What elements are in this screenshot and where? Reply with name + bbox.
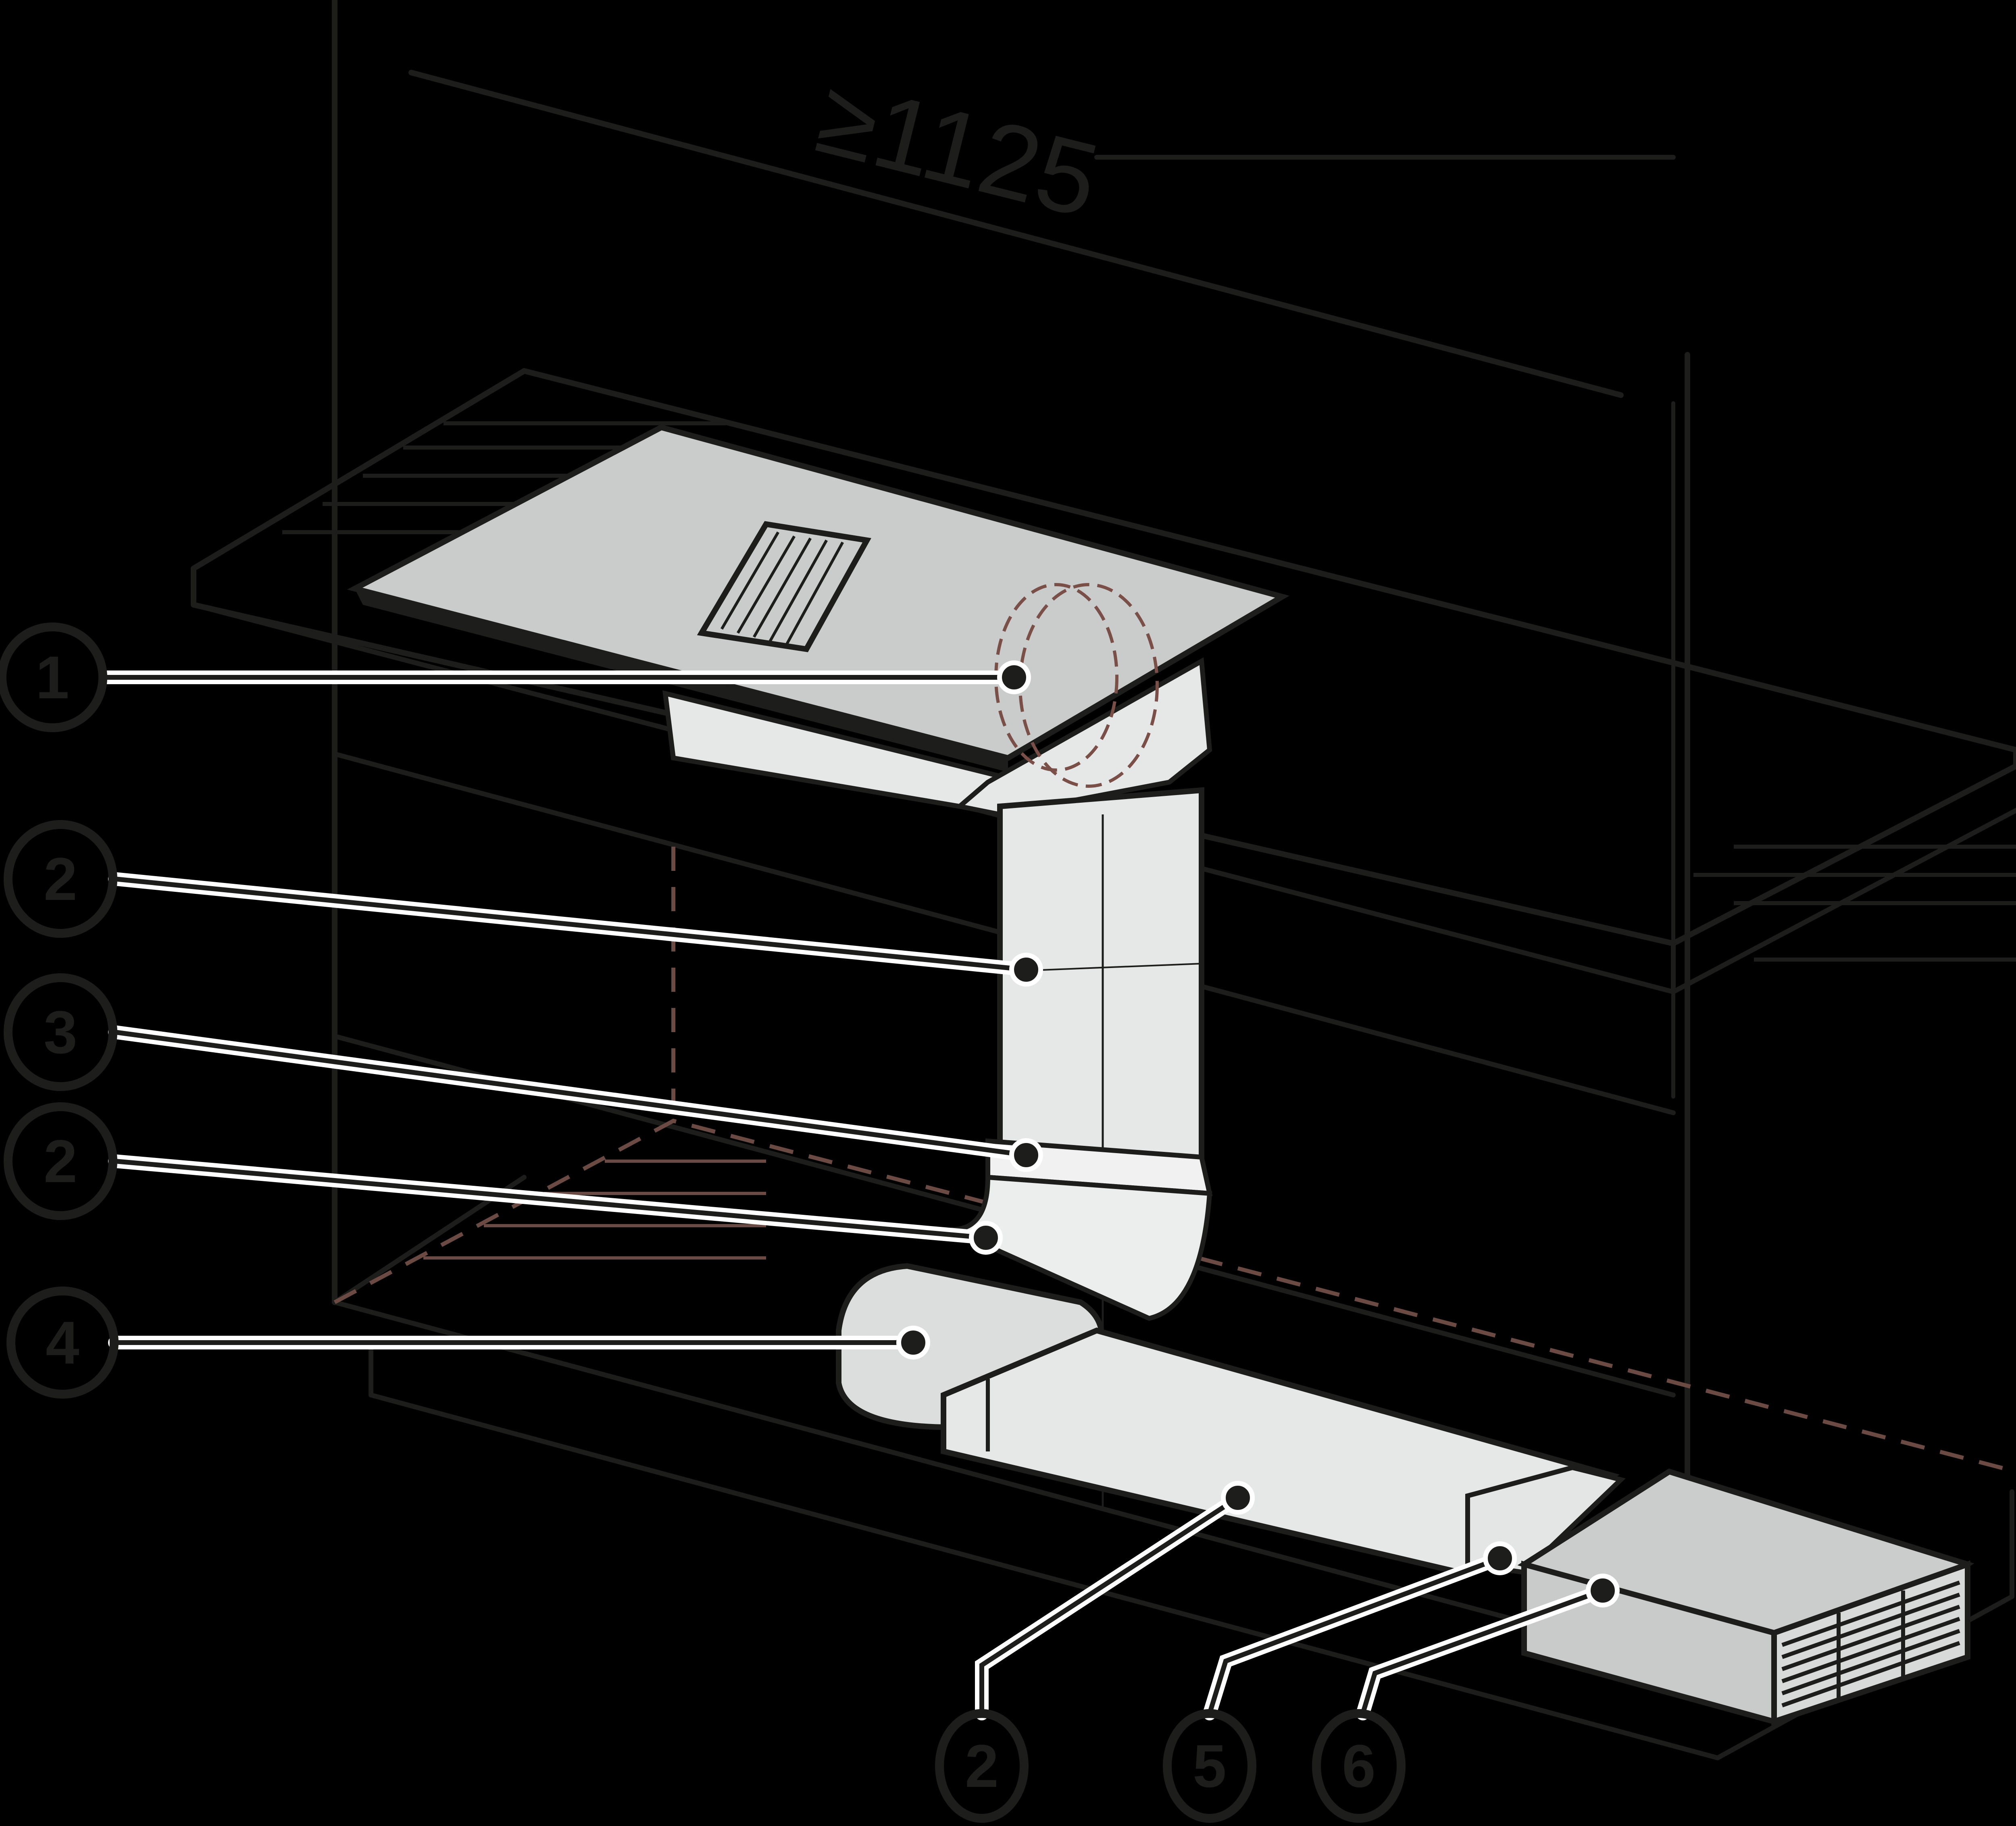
fan-housing — [662, 657, 1212, 817]
callout-5: 5 — [1163, 1709, 1256, 1823]
hidden-floor-dashed — [333, 847, 2016, 1474]
svg-text:6: 6 — [1342, 1732, 1375, 1800]
callout-2-horizontal-duct: 2 — [935, 1709, 1029, 1823]
svg-text:2: 2 — [965, 1732, 998, 1800]
dimension-label: ≥1125 — [806, 58, 1109, 239]
ducting — [836, 787, 1974, 1726]
grille-slats — [1781, 1580, 1960, 1707]
svg-text:4: 4 — [46, 1309, 79, 1376]
svg-text:5: 5 — [1193, 1732, 1226, 1800]
callout-2-vertical-duct: 2 — [4, 820, 117, 938]
callouts: 1 2 3 2 4 2 5 6 — [0, 623, 1620, 1823]
svg-text:3: 3 — [44, 998, 77, 1066]
svg-text:1: 1 — [35, 643, 69, 711]
cooktop — [347, 424, 1289, 817]
svg-text:2: 2 — [44, 1127, 77, 1195]
callout-4: 4 — [6, 1287, 119, 1399]
callout-1: 1 — [0, 623, 107, 732]
callout-3: 3 — [4, 973, 117, 1091]
callout-6: 6 — [1312, 1709, 1406, 1823]
wall-grille — [1771, 1560, 1970, 1726]
downdraft-vent — [697, 521, 871, 652]
svg-text:2: 2 — [44, 845, 77, 913]
callout-2-short-duct: 2 — [4, 1102, 117, 1220]
dimension-line: ≥1125 — [408, 58, 1676, 398]
duct-bend — [950, 1174, 1212, 1321]
